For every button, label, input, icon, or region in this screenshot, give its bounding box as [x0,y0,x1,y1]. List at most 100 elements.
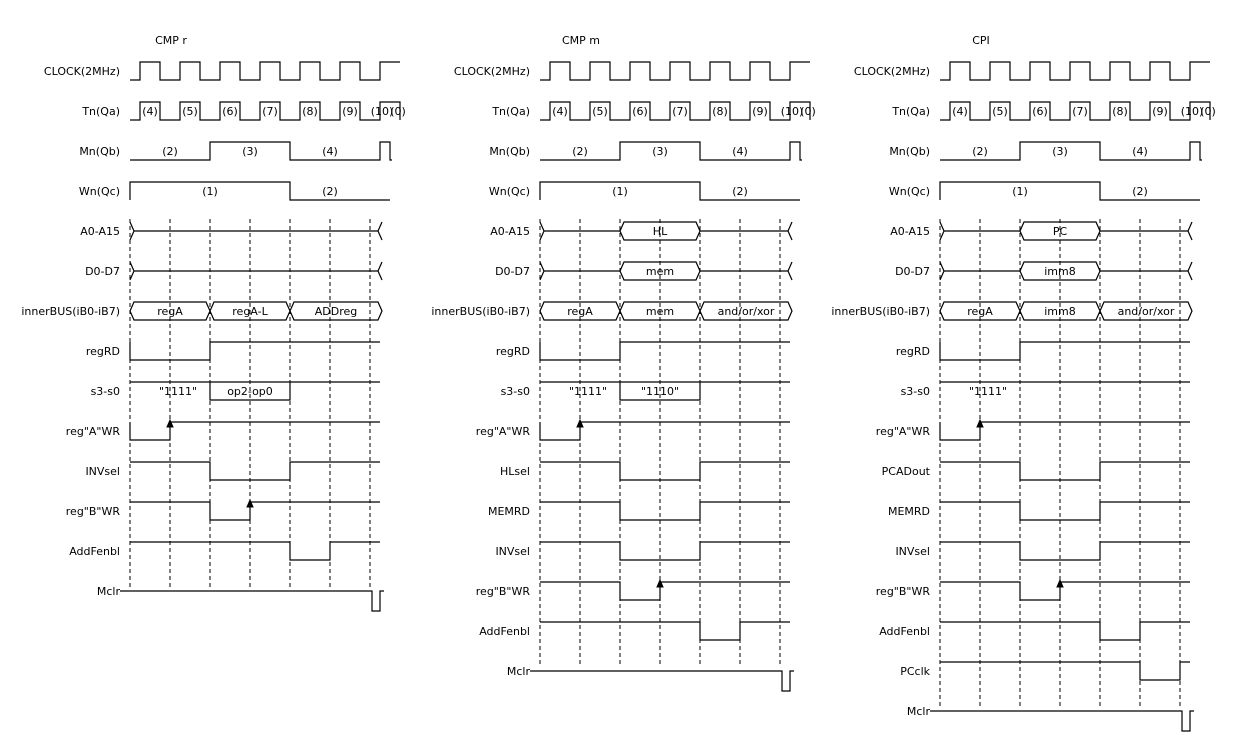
mn-label: (3) [242,145,258,158]
tn-label: (6) [1032,105,1048,118]
mn-wave [130,141,392,161]
signal-label: A0-A15 [80,225,120,238]
digital-wave [939,341,1190,361]
tn-label: (5) [592,105,608,118]
signal-label: D0-D7 [895,265,930,278]
diagram-title: CMP m [562,34,600,47]
signal-label: AddFenbl [69,545,120,558]
bus-wave [939,261,1193,281]
signal-label: innerBUS(iB0-iB7) [831,305,930,318]
bus-segment-label: and/or/xor [1118,305,1175,318]
bus-segment-label: mem [646,265,674,278]
signal-label: reg"A"WR [876,425,931,438]
mn-label: (3) [652,145,668,158]
signal-label: AddFenbl [879,625,930,638]
bus-segment-label: regA [967,305,993,318]
signal-label: MEMRD [488,505,530,518]
bus-segment-label: regA [567,305,593,318]
signal-label: Wn(Qc) [889,185,930,198]
wn-label: (2) [1132,185,1148,198]
signal-label: Tn(Qa) [891,105,930,118]
bus-wave [129,221,383,241]
wn-label: (1) [1012,185,1028,198]
signal-label: s3-s0 [91,385,120,398]
digital-wave [940,461,1190,481]
signal-label: INVsel [85,465,120,478]
bus-segment-label: mem [646,305,674,318]
signal-label: reg"B"WR [476,585,531,598]
tn-label: (4) [142,105,158,118]
digital-wave [130,461,380,481]
bus-wave [539,261,793,281]
signal-label: Mn(Qb) [489,145,530,158]
digital-wave [939,421,1190,441]
digital-wave [540,581,790,601]
signal-label: s3-s0 [901,385,930,398]
bus3-wave [939,301,1193,321]
tn-label: (8) [1112,105,1128,118]
bus-segment-label: imm8 [1044,265,1076,278]
signal-label: regRD [896,345,930,358]
tn-label: (0) [800,105,816,118]
signal-label: Mn(Qb) [79,145,120,158]
wn-wave [539,181,800,201]
tn-label: (4) [552,105,568,118]
mclr-wave [930,710,1194,732]
signal-label: Wn(Qc) [489,185,530,198]
digital-wave [540,621,790,641]
diagram-title: CMP r [155,34,187,47]
digital-wave [540,541,790,561]
bus3-wave [129,301,383,321]
signal-label: CLOCK(2MHz) [454,65,530,78]
diagram-3: CPICLOCK(2MHz)Tn(Qa)(4)(5)(6)(7)(8)(9)(1… [831,34,1216,732]
digital-wave [940,621,1190,641]
mclr-wave [120,590,384,612]
tn-label: (0) [390,105,406,118]
signal-label: reg"A"WR [66,425,121,438]
tn-label: (8) [712,105,728,118]
signal-label: Tn(Qa) [491,105,530,118]
wn-label: (2) [732,185,748,198]
s3-wave [540,381,790,401]
rising-edge-arrow [166,418,174,428]
rising-edge-arrow [246,498,254,508]
wn-wave [939,181,1200,201]
tn-label: (5) [992,105,1008,118]
diagram-title: CPI [972,34,990,47]
rising-edge-arrow [656,578,664,588]
mn-wave [540,141,802,161]
signal-label: innerBUS(iB0-iB7) [21,305,120,318]
tn-wave [130,101,401,121]
signal-label: regRD [496,345,530,358]
signal-label: Mclr [507,665,531,678]
bus-segment-label: and/or/xor [718,305,775,318]
tn-label: (10) [781,105,804,118]
signal-label: A0-A15 [490,225,530,238]
digital-wave [940,501,1190,521]
tn-label: (8) [302,105,318,118]
clock-wave [130,61,400,81]
signal-label: PCclk [900,665,930,678]
bus3-wave [539,301,793,321]
signal-label: CLOCK(2MHz) [44,65,120,78]
digital-wave [940,541,1190,561]
s3-label: "1111" [969,385,1007,398]
rising-edge-arrow [1056,578,1064,588]
signal-label: Tn(Qa) [81,105,120,118]
tn-label: (0) [1200,105,1216,118]
bus-segment-label: regA [157,305,183,318]
mn-label: (2) [972,145,988,158]
digital-wave [940,581,1190,601]
tn-label: (6) [222,105,238,118]
signal-label: Mclr [907,705,931,718]
mn-label: (2) [572,145,588,158]
bus-segment-label: PC [1053,225,1068,238]
diagram-2: CMP mCLOCK(2MHz)Tn(Qa)(4)(5)(6)(7)(8)(9)… [431,34,816,692]
digital-wave [539,341,790,361]
signal-label: Wn(Qc) [79,185,120,198]
s3-label: "1111" [159,385,197,398]
diagram-1: CMP rCLOCK(2MHz)Tn(Qa)(4)(5)(6)(7)(8)(9)… [21,34,406,612]
bus-segment-label: regA-L [232,305,268,318]
digital-wave [130,501,380,521]
s3-wave [130,381,380,401]
